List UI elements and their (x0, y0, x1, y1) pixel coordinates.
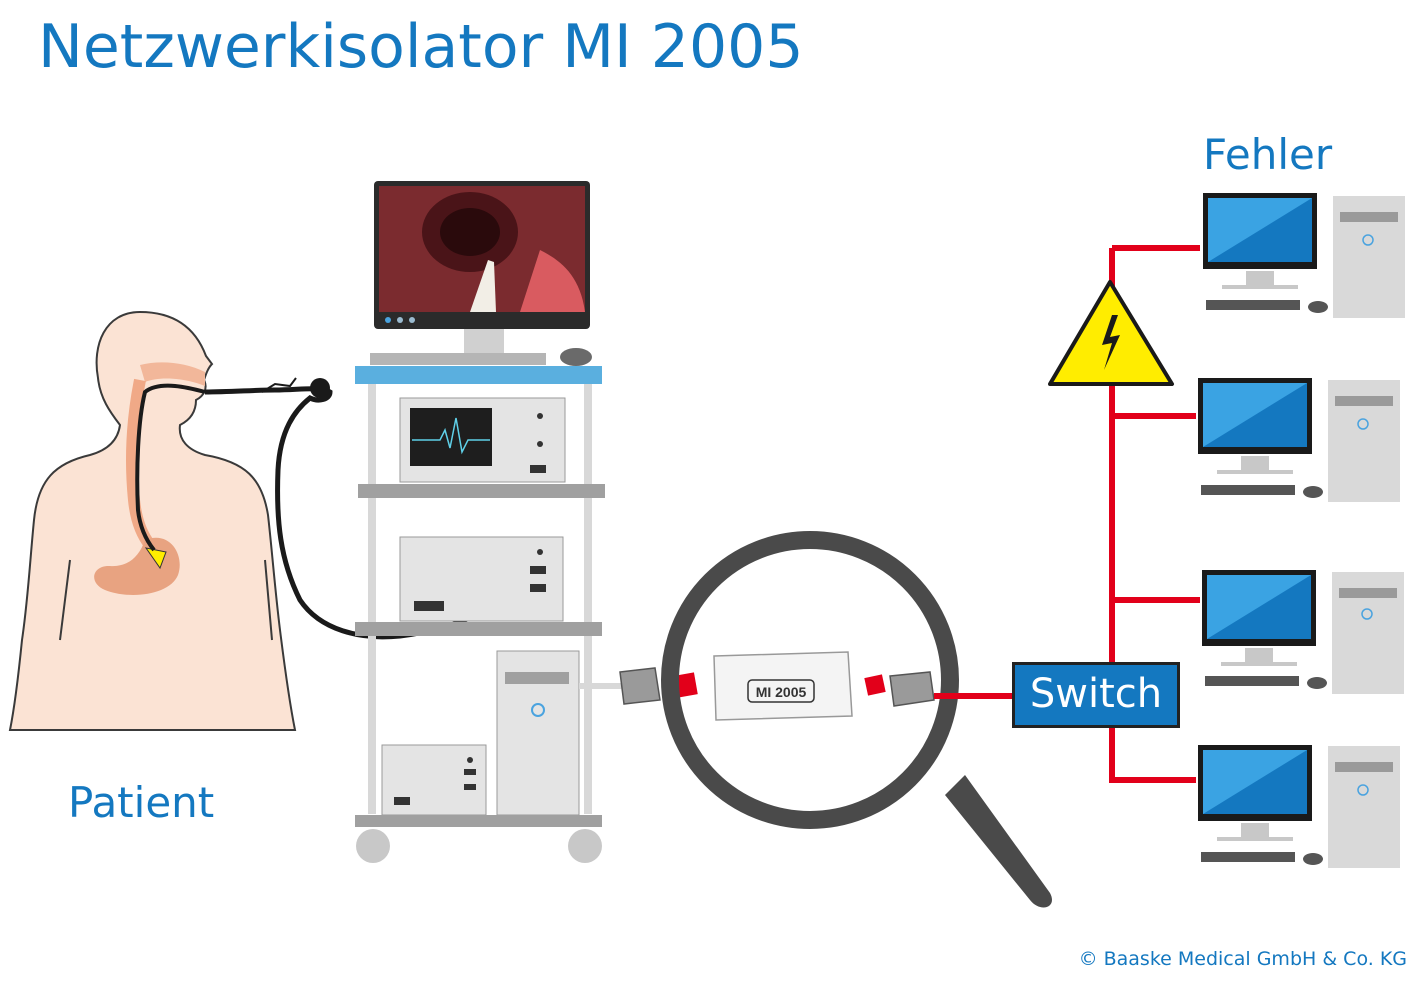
computer-4 (1198, 745, 1400, 868)
high-voltage-warning-icon (1048, 280, 1174, 386)
medical-cart (355, 181, 605, 863)
computer-1 (1203, 193, 1405, 318)
mi2005-device: MI 2005 (713, 651, 853, 721)
rj45-plug-right (864, 671, 935, 707)
computer-2 (1198, 378, 1400, 502)
network-switch: Switch (1012, 662, 1180, 728)
patient-label: Patient (68, 778, 215, 827)
magnifying-glass-icon (661, 531, 1052, 908)
copyright-notice: © Baaske Medical GmbH & Co. KG (1078, 948, 1407, 970)
fehler-label: Fehler (1203, 130, 1333, 179)
rj45-plug-left (619, 667, 698, 705)
computer-3 (1202, 570, 1404, 694)
device-label: MI 2005 (756, 684, 807, 700)
patient-figure (8, 310, 297, 731)
page-title: Netzwerkisolator MI 2005 (38, 12, 804, 82)
